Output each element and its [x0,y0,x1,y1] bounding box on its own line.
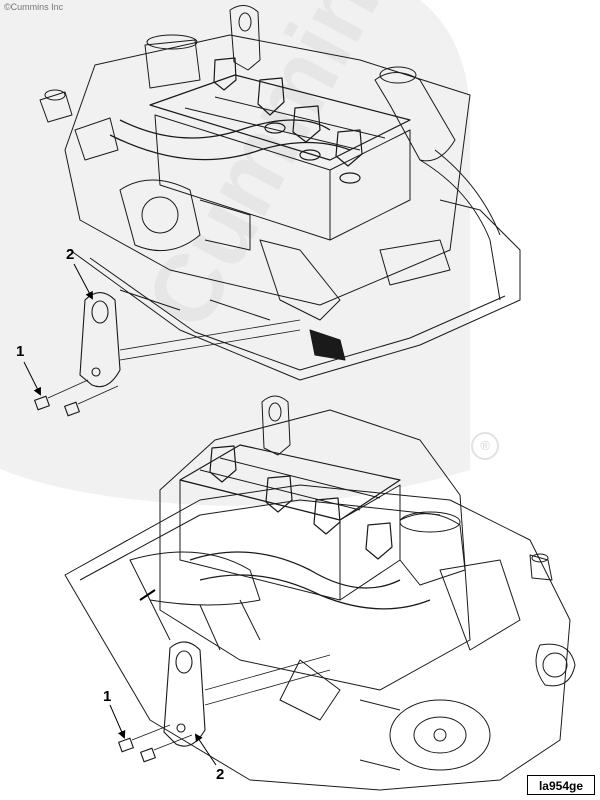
leader-arrows-bottom [109,704,217,766]
callout-2-top: 2 [66,246,75,263]
leader-arrows-top [23,263,93,396]
callout-1-bottom: 1 [103,688,112,705]
callout-2-bottom: 2 [216,766,225,783]
lifting-bracket-bottom [163,641,331,747]
copyright-notice: ©Cummins Inc [4,2,64,12]
watermark-shape: Cummins [0,0,470,506]
figure-id-label: la954ge [527,775,595,795]
engine-top-view-illustration [39,5,521,381]
callout-1-top: 1 [16,343,25,360]
bolts-bottom [117,724,193,763]
engine-bottom-view-illustration [64,395,576,791]
registered-mark: ® [471,432,499,460]
bolts-top [33,379,119,417]
lifting-bracket-top [79,291,301,388]
